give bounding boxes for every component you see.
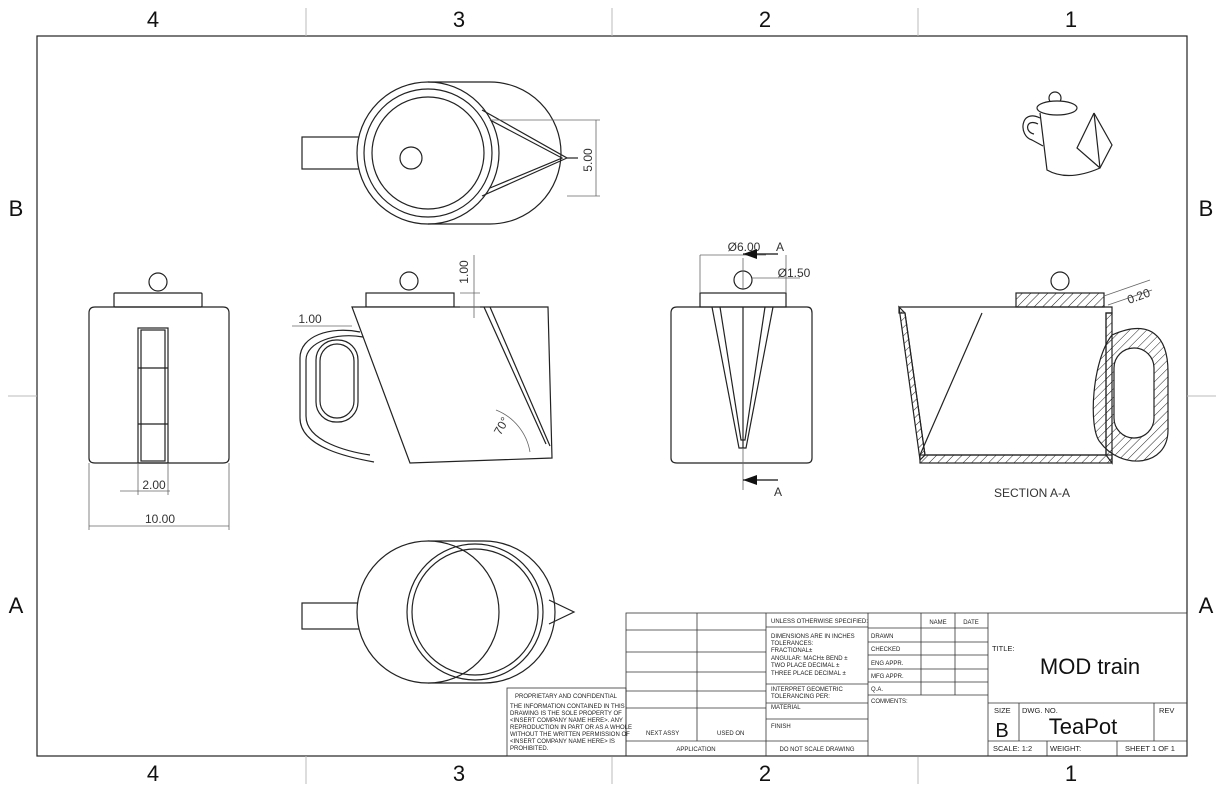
zone-bottom-2: 2 [759,761,771,786]
role-checked: CHECKED [871,647,901,653]
interpret-line-1: INTERPRET GEOMETRIC [771,687,844,693]
title-label: TITLE: [992,644,1015,653]
comments-label: COMMENTS: [871,699,908,705]
zone-labels: 4 3 2 1 4 3 2 1 B A B A [9,7,1214,786]
material-label: MATERIAL [771,705,801,711]
zone-bottom-4: 4 [147,761,159,786]
role-eng-appr: ENG APPR. [871,661,904,667]
proprietary-line-3: <INSERT COMPANY NAME HERE>. ANY [510,718,623,724]
zone-top-3: 3 [453,7,465,32]
interpret-line-2: TOLERANCING PER: [771,694,830,700]
dim-handle-offset: 1.00 [298,312,322,326]
dim-lid-diameter: Ø6.00 [728,240,761,254]
zone-left-a: A [9,593,24,618]
section-marker-bottom: A [774,485,782,499]
spec-line-6: THREE PLACE DECIMAL ± [771,671,846,677]
used-on-label: USED ON [717,731,744,737]
bottom-view [301,540,576,684]
dim-lid-height: 1.00 [457,260,471,284]
sheet-border [8,8,1216,784]
spec-line-5: TWO PLACE DECIMAL ± [771,663,840,669]
section-arrowhead-bottom [743,475,757,485]
role-drawn: DRAWN [871,634,893,640]
next-assy-label: NEXT ASSY [646,731,679,737]
rev-label: REV [1159,706,1174,715]
proprietary-line-4: REPRODUCTION IN PART OR AS A WHOLE [510,725,632,731]
scale-label: SCALE: 1:2 [993,744,1032,753]
front-view: 1.00 1.00 70° [292,255,553,464]
proprietary-line-1: THE INFORMATION CONTAINED IN THIS [510,704,625,710]
zone-top-1: 1 [1065,7,1077,32]
proprietary-line-2: DRAWING IS THE SOLE PROPERTY OF [510,711,622,717]
do-not-scale-label: DO NOT SCALE DRAWING [779,747,854,753]
role-mfg-appr: MFG APPR. [871,674,904,680]
dwg-no-value: TeaPot [1049,714,1118,739]
spec-line-4: ANGULAR: MACH± BEND ± [771,656,848,662]
section-a-a-label: SECTION A-A [994,486,1070,500]
spout-end-view: Ø6.00 Ø1.50 A A [670,240,813,499]
zone-right-a: A [1199,593,1214,618]
zone-left-b: B [9,196,24,221]
spec-line-1: DIMENSIONS ARE IN INCHES [771,634,855,640]
section-marker-top: A [776,240,784,254]
top-view: 5.00 [301,81,600,225]
application-label: APPLICATION [676,747,715,753]
zone-bottom-1: 1 [1065,761,1077,786]
size-value: B [995,720,1008,742]
dim-handle-width: 2.00 [142,478,166,492]
section-a-a-view: 0.20 [898,271,1169,465]
section-arrowhead-top [743,249,757,259]
zone-right-b: B [1199,196,1214,221]
proprietary-line-7: PROHIBITED. [510,746,549,752]
proprietary-line-6: <INSERT COMPANY NAME HERE> IS [510,739,615,745]
spec-line-2: TOLERANCES: [771,641,814,647]
proprietary-line-5: WITHOUT THE WRITTEN PERMISSION OF [510,732,630,738]
dim-wall-thickness: 0.20 [1125,286,1152,307]
drawing-title: MOD train [1040,654,1140,679]
sheet-label: SHEET 1 OF 1 [1125,744,1175,753]
name-header: NAME [929,620,946,626]
title-block: PROPRIETARY AND CONFIDENTIAL THE INFORMA… [506,612,1188,757]
weight-label: WEIGHT: [1050,744,1081,753]
isometric-view [1022,91,1113,177]
dwg-no-label: DWG. NO. [1022,706,1058,715]
zone-bottom-3: 3 [453,761,465,786]
date-header: DATE [963,620,979,626]
dim-knob-diameter: Ø1.50 [778,266,811,280]
left-side-view: 2.00 10.00 [88,272,230,530]
dim-top-height: 5.00 [581,148,595,172]
role-qa: Q.A. [871,687,883,693]
size-label: SIZE [994,706,1011,715]
unless-specified-label: UNLESS OTHERWISE SPECIFIED: [771,619,868,625]
zone-top-4: 4 [147,7,159,32]
zone-top-2: 2 [759,7,771,32]
proprietary-title: PROPRIETARY AND CONFIDENTIAL [515,694,618,700]
spec-line-3: FRACTIONAL± [771,648,813,654]
finish-label: FINISH [771,724,791,730]
dim-overall-width: 10.00 [145,512,175,526]
